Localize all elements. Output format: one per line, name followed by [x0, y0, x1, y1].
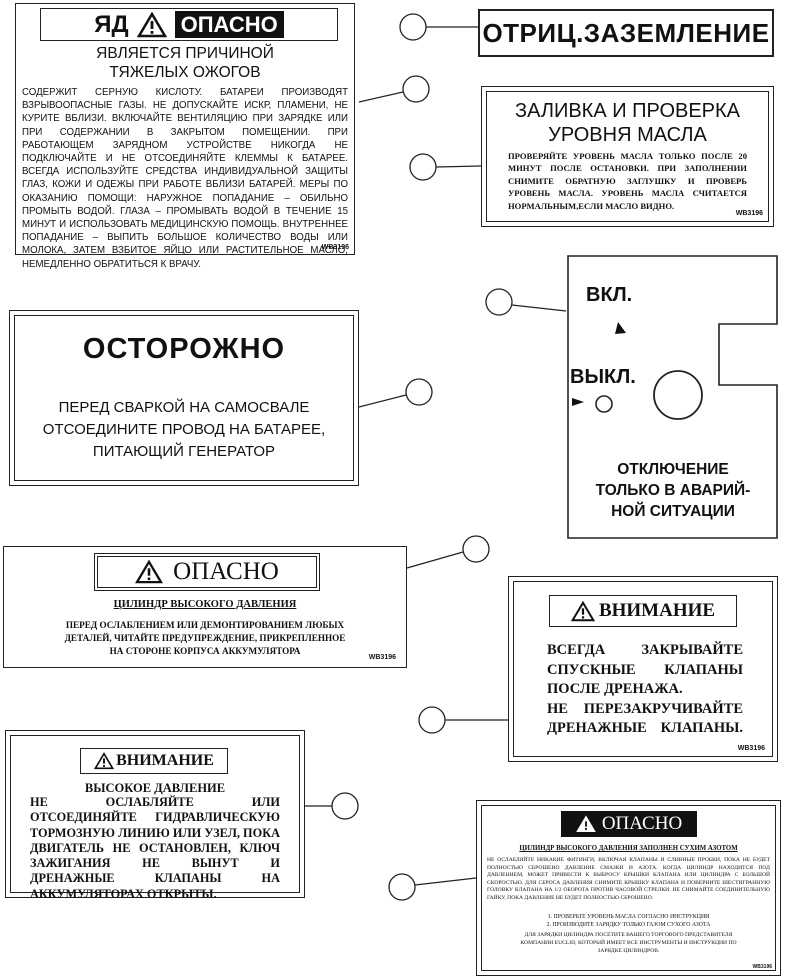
cylinder-body: ПЕРЕД ОСЛАБЛЕНИЕМ ИЛИ ДЕМОНТИРОВАНИЕМ ЛЮ… [64, 620, 346, 656]
brake-line-decal: ВНИМАНИЕ ВЫСОКОЕ ДАВЛЕНИЕ НЕ ОСЛАБЛЯЙТЕ … [5, 730, 305, 901]
oil-body-text: ПРОВЕРЯЙТЕ УРОВЕНЬ МАСЛА ТОЛЬКО ПОСЛЕ 20… [508, 151, 747, 211]
warning-triangle-icon [94, 752, 115, 770]
welding-instructions: ПЕРЕД СВАРКОЙ НА САМОСВАЛЕ ОТСОЕДИНИТЕ П… [42, 399, 326, 460]
oil-check-decal: ЗАЛИВКА И ПРОВЕРКА УРОВНЯ МАСЛА ПРОВЕРЯЙ… [481, 86, 774, 227]
switch-note: ОТКЛЮЧЕНИЕ ТОЛЬКО В АВАРИЙ- НОЙ СИТУАЦИИ [595, 461, 751, 520]
accumulator-danger-decal: ОПАСНО ЦИЛИНДР ВЫСОКОГО ДАВЛЕНИЯ ЗАПОЛНЕ… [476, 800, 781, 976]
callout-battery [402, 75, 430, 103]
drain-title: ВНИМАНИЕ [598, 600, 716, 621]
accumulator-code: WB3196 [752, 964, 772, 970]
drain-code: WB3196 [737, 745, 765, 752]
cylinder-subtitle: ЦИЛИНДР ВЫСОКОГО ДАВЛЕНИЯ [113, 599, 297, 610]
welding-caution-decal: ОСТОРОЖНО ПЕРЕД СВАРКОЙ НА САМОСВАЛЕ ОТС… [9, 310, 359, 486]
warning-triangle-icon [135, 560, 164, 584]
callout-brake [331, 792, 359, 820]
warning-triangle-icon [570, 600, 595, 621]
accumulator-subtitle: ЦИЛИНДР ВЫСОКОГО ДАВЛЕНИЯ ЗАПОЛНЕН СУХИМ… [519, 845, 738, 852]
poison-label: ЯД [94, 10, 129, 38]
battery-code: WB3196 [321, 244, 349, 251]
warning-triangle-icon [575, 815, 596, 832]
negative-ground-text: ОТРИЦ.ЗАЗЕМЛЕНИЕ [482, 17, 770, 48]
cylinder-danger-decal: ОПАСНО ЦИЛИНДР ВЫСОКОГО ДАВЛЕНИЯ ПЕРЕД О… [3, 546, 407, 668]
off-arrow-icon [572, 398, 584, 406]
cylinder-title: ОПАСНО [173, 558, 279, 585]
accumulator-title: ОПАСНО [601, 813, 683, 834]
callout-cylinder [462, 535, 490, 563]
switch-off-label: ВЫКЛ. [570, 366, 636, 388]
cylinder-title-box: ОПАСНО [94, 553, 320, 591]
welding-title: ОСТОРОЖНО [82, 333, 286, 365]
drain-title-box: ВНИМАНИЕ [549, 595, 737, 627]
battery-danger-decal: ЯД ОПАСНО ЯВЛЯЕТСЯ ПРИЧИНОЙ ТЯЖЕЛЫХ ОЖОГ… [15, 3, 355, 270]
brake-title: ВНИМАНИЕ [116, 752, 214, 769]
switch-plate-outline [567, 255, 778, 539]
brake-title-box: ВНИМАНИЕ [80, 748, 228, 774]
danger-inverted-label: ОПАСНО [174, 11, 284, 38]
battery-body-text: СОДЕРЖИТ СЕРНУЮ КИСЛОТУ. БАТАРЕИ ПРОИЗВО… [22, 87, 348, 270]
switch-indicator-hole [595, 395, 613, 413]
callout-oil [409, 153, 437, 181]
callout-ground [399, 13, 427, 41]
accumulator-body-text: НЕ ОСЛАБЛЯЙТЕ НИКАКИЕ ФИТИНГИ, ВКЛЮЧАЯ К… [487, 857, 770, 901]
accumulator-footer: ДЛЯ ЗАРЯДКИ ЦИЛИНДРА ПОСЕТИТЕ ВАШЕГО ТОР… [520, 932, 737, 954]
callout-switch [485, 288, 513, 316]
switch-knob-hole [653, 370, 703, 420]
brake-body-text: НЕ ОСЛАБЛЯЙТЕ ИЛИ ОТСОЕДИНЯЙТЕ ГИДРАВЛИЧ… [30, 795, 280, 901]
battery-title-bar: ЯД ОПАСНО [40, 8, 338, 41]
negative-ground-decal: ОТРИЦ.ЗАЗЕМЛЕНИЕ [478, 9, 774, 57]
brake-subtitle: ВЫСОКОЕ ДАВЛЕНИЕ [84, 781, 226, 795]
cylinder-code: WB3196 [368, 654, 396, 661]
switch-on-label: ВКЛ. [586, 284, 633, 306]
accumulator-steps: 1. ПРОВЕРЬТЕ УРОВЕНЬ МАСЛА СОГЛАСНО ИНСТ… [546, 914, 711, 928]
oil-code: WB3196 [735, 210, 763, 217]
on-arrow-icon [615, 322, 626, 334]
callout-welding [405, 378, 433, 406]
battery-subtitle: ЯВЛЯЕТСЯ ПРИЧИНОЙ ТЯЖЕЛЫХ ОЖОГОВ [96, 45, 274, 81]
drain-body: ВСЕГДА ЗАКРЫВАЙТЕ СПУСКНЫЕ КЛАПАНЫ ПОСЛЕ… [547, 642, 743, 736]
drain-valves-decal: ВНИМАНИЕ ВСЕГДА ЗАКРЫВАЙТЕ СПУСКНЫЕ КЛАП… [508, 576, 778, 762]
warning-triangle-icon [136, 11, 167, 37]
callout-accumulator [388, 873, 416, 901]
callout-drain [418, 706, 446, 734]
accumulator-title-bar: ОПАСНО [561, 811, 697, 837]
oil-title: ЗАЛИВКА И ПРОВЕРКА УРОВНЯ МАСЛА [514, 100, 741, 146]
